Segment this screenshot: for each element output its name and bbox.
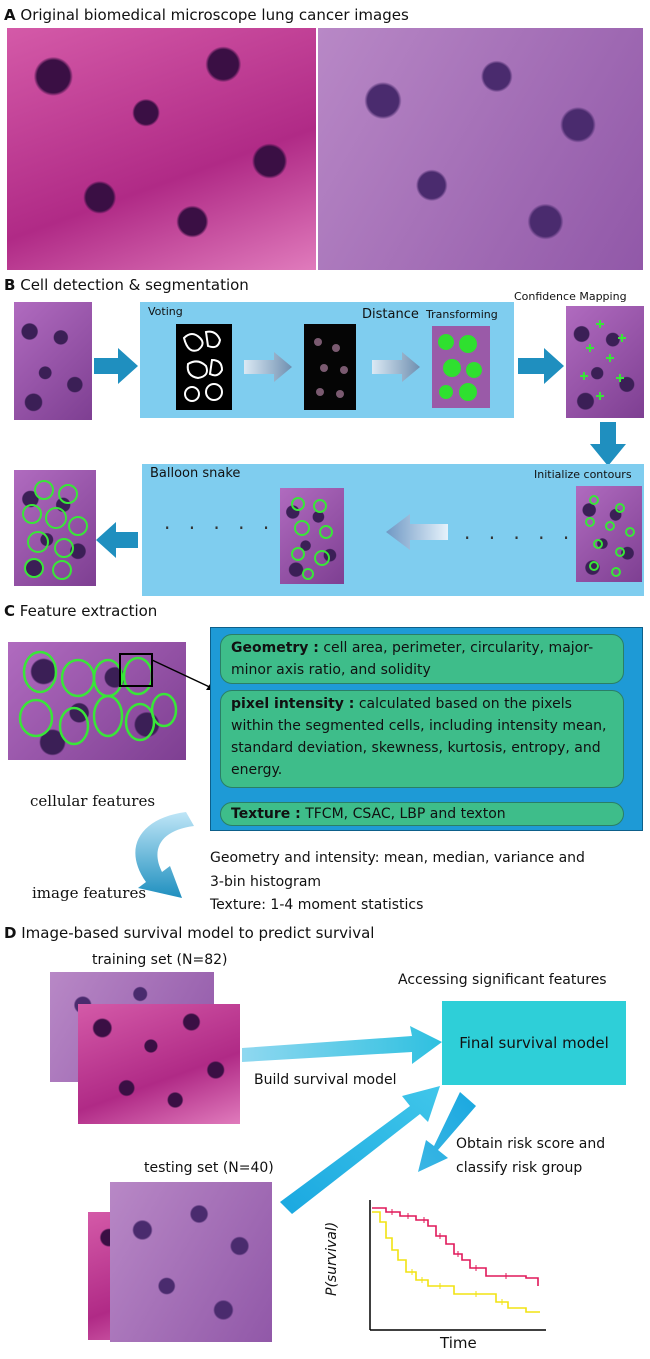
accessing-features-label: Accessing significant features	[398, 972, 607, 988]
section-a-heading: A Original biomedical microscope lung ca…	[4, 6, 409, 24]
obtain-risk-line-1: Obtain risk score and	[456, 1136, 606, 1152]
geometry-text: cell area, perimeter, circularity, major…	[231, 640, 594, 678]
distance-map	[304, 324, 356, 410]
initialize-contours-label: Initialize contours	[534, 468, 632, 481]
geometry-box: Geometry : cell area, perimeter, circula…	[220, 634, 624, 684]
arrow-left-icon	[96, 522, 138, 558]
ellipsis-right: · · · · · ·	[464, 526, 600, 550]
microscope-image-purple	[318, 28, 643, 270]
gradient-arrow-icon	[244, 352, 292, 382]
arrow-from-testing-icon	[280, 1086, 440, 1214]
input-cell-image	[14, 302, 92, 420]
low-risk-censor-marks	[411, 1269, 503, 1305]
training-set-label: training set (N=82)	[92, 952, 228, 968]
section-b-letter: B	[4, 276, 16, 294]
x-axis-label: Time	[440, 1334, 477, 1352]
transforming-label: Transforming	[426, 308, 498, 321]
intensity-box: pixel intensity : calculated based on th…	[220, 690, 624, 788]
transformed-map	[432, 326, 490, 408]
ellipsis-left: · · · · · ·	[164, 516, 300, 540]
initial-contour-image	[576, 486, 642, 582]
arrow-right-icon	[94, 348, 138, 384]
section-d-title: Image-based survival model to predict su…	[21, 924, 375, 942]
training-image-front	[78, 1004, 240, 1124]
section-d-heading: D Image-based survival model to predict …	[4, 924, 374, 942]
final-contours	[22, 480, 88, 580]
section-c-heading: C Feature extraction	[4, 602, 157, 620]
section-a-letter: A	[4, 6, 16, 24]
section-a-title: Original biomedical microscope lung canc…	[20, 6, 409, 24]
section-b-heading: B Cell detection & segmentation	[4, 276, 249, 294]
arrow-right-icon	[518, 348, 564, 384]
segmented-output-image	[14, 470, 96, 586]
curved-arrow-icon	[135, 812, 194, 898]
stats-line-1: Geometry and intensity: mean, median, va…	[210, 850, 585, 866]
stats-line-3: Texture: 1-4 moment statistics	[210, 897, 424, 913]
arrow-down-icon	[590, 422, 626, 466]
confidence-markers	[580, 320, 626, 400]
section-c-title: Feature extraction	[19, 602, 158, 620]
confidence-mapping-label: Confidence Mapping	[514, 290, 627, 303]
section-c-letter: C	[4, 602, 16, 620]
section-d-letter: D	[4, 924, 17, 942]
testing-image-front	[110, 1182, 272, 1342]
arrow-to-model-icon	[242, 1026, 442, 1064]
balloon-snake-label: Balloon snake	[150, 466, 241, 481]
stats-line-2: 3-bin histogram	[210, 874, 322, 890]
intermediate-contours	[291, 497, 333, 580]
arrow-to-curve-icon	[418, 1092, 476, 1172]
section-b-title: Cell detection & segmentation	[20, 276, 249, 294]
voting-label: Voting	[148, 305, 183, 318]
texture-box: Texture : TFCM, CSAC, LBP and texton	[220, 802, 624, 826]
image-features-label: image features	[32, 884, 147, 902]
low-risk-curve	[372, 1211, 540, 1313]
microscope-image-pink	[7, 28, 316, 270]
feature-contours	[18, 650, 178, 746]
gradient-arrow-left-icon	[386, 514, 448, 550]
cellular-features-label: cellular features	[30, 792, 156, 810]
final-model-box: Final survival model	[442, 1001, 626, 1085]
snake-intermediate-image	[280, 488, 344, 584]
high-risk-censor-marks	[391, 1209, 507, 1279]
build-model-label: Build survival model	[254, 1072, 397, 1088]
texture-label: Texture :	[231, 806, 301, 822]
initial-contours	[585, 495, 635, 577]
confidence-map-image	[566, 306, 644, 418]
intensity-label: pixel intensity :	[231, 696, 355, 712]
survival-curve-plot	[369, 1200, 546, 1331]
obtain-risk-line-2: classify risk group	[456, 1160, 583, 1176]
gradient-arrow-icon	[372, 352, 420, 382]
testing-set-label: testing set (N=40)	[144, 1160, 274, 1176]
intensity-text: calculated based on the pixels within th…	[231, 696, 607, 778]
texture-text: TFCM, CSAC, LBP and texton	[305, 806, 506, 822]
distance-label: Distance	[362, 307, 419, 322]
y-axis-label: P(survival)	[324, 1221, 340, 1296]
final-model-label: Final survival model	[459, 1034, 609, 1052]
high-risk-curve	[372, 1207, 539, 1286]
voting-map	[176, 324, 232, 410]
geometry-label: Geometry :	[231, 640, 319, 656]
